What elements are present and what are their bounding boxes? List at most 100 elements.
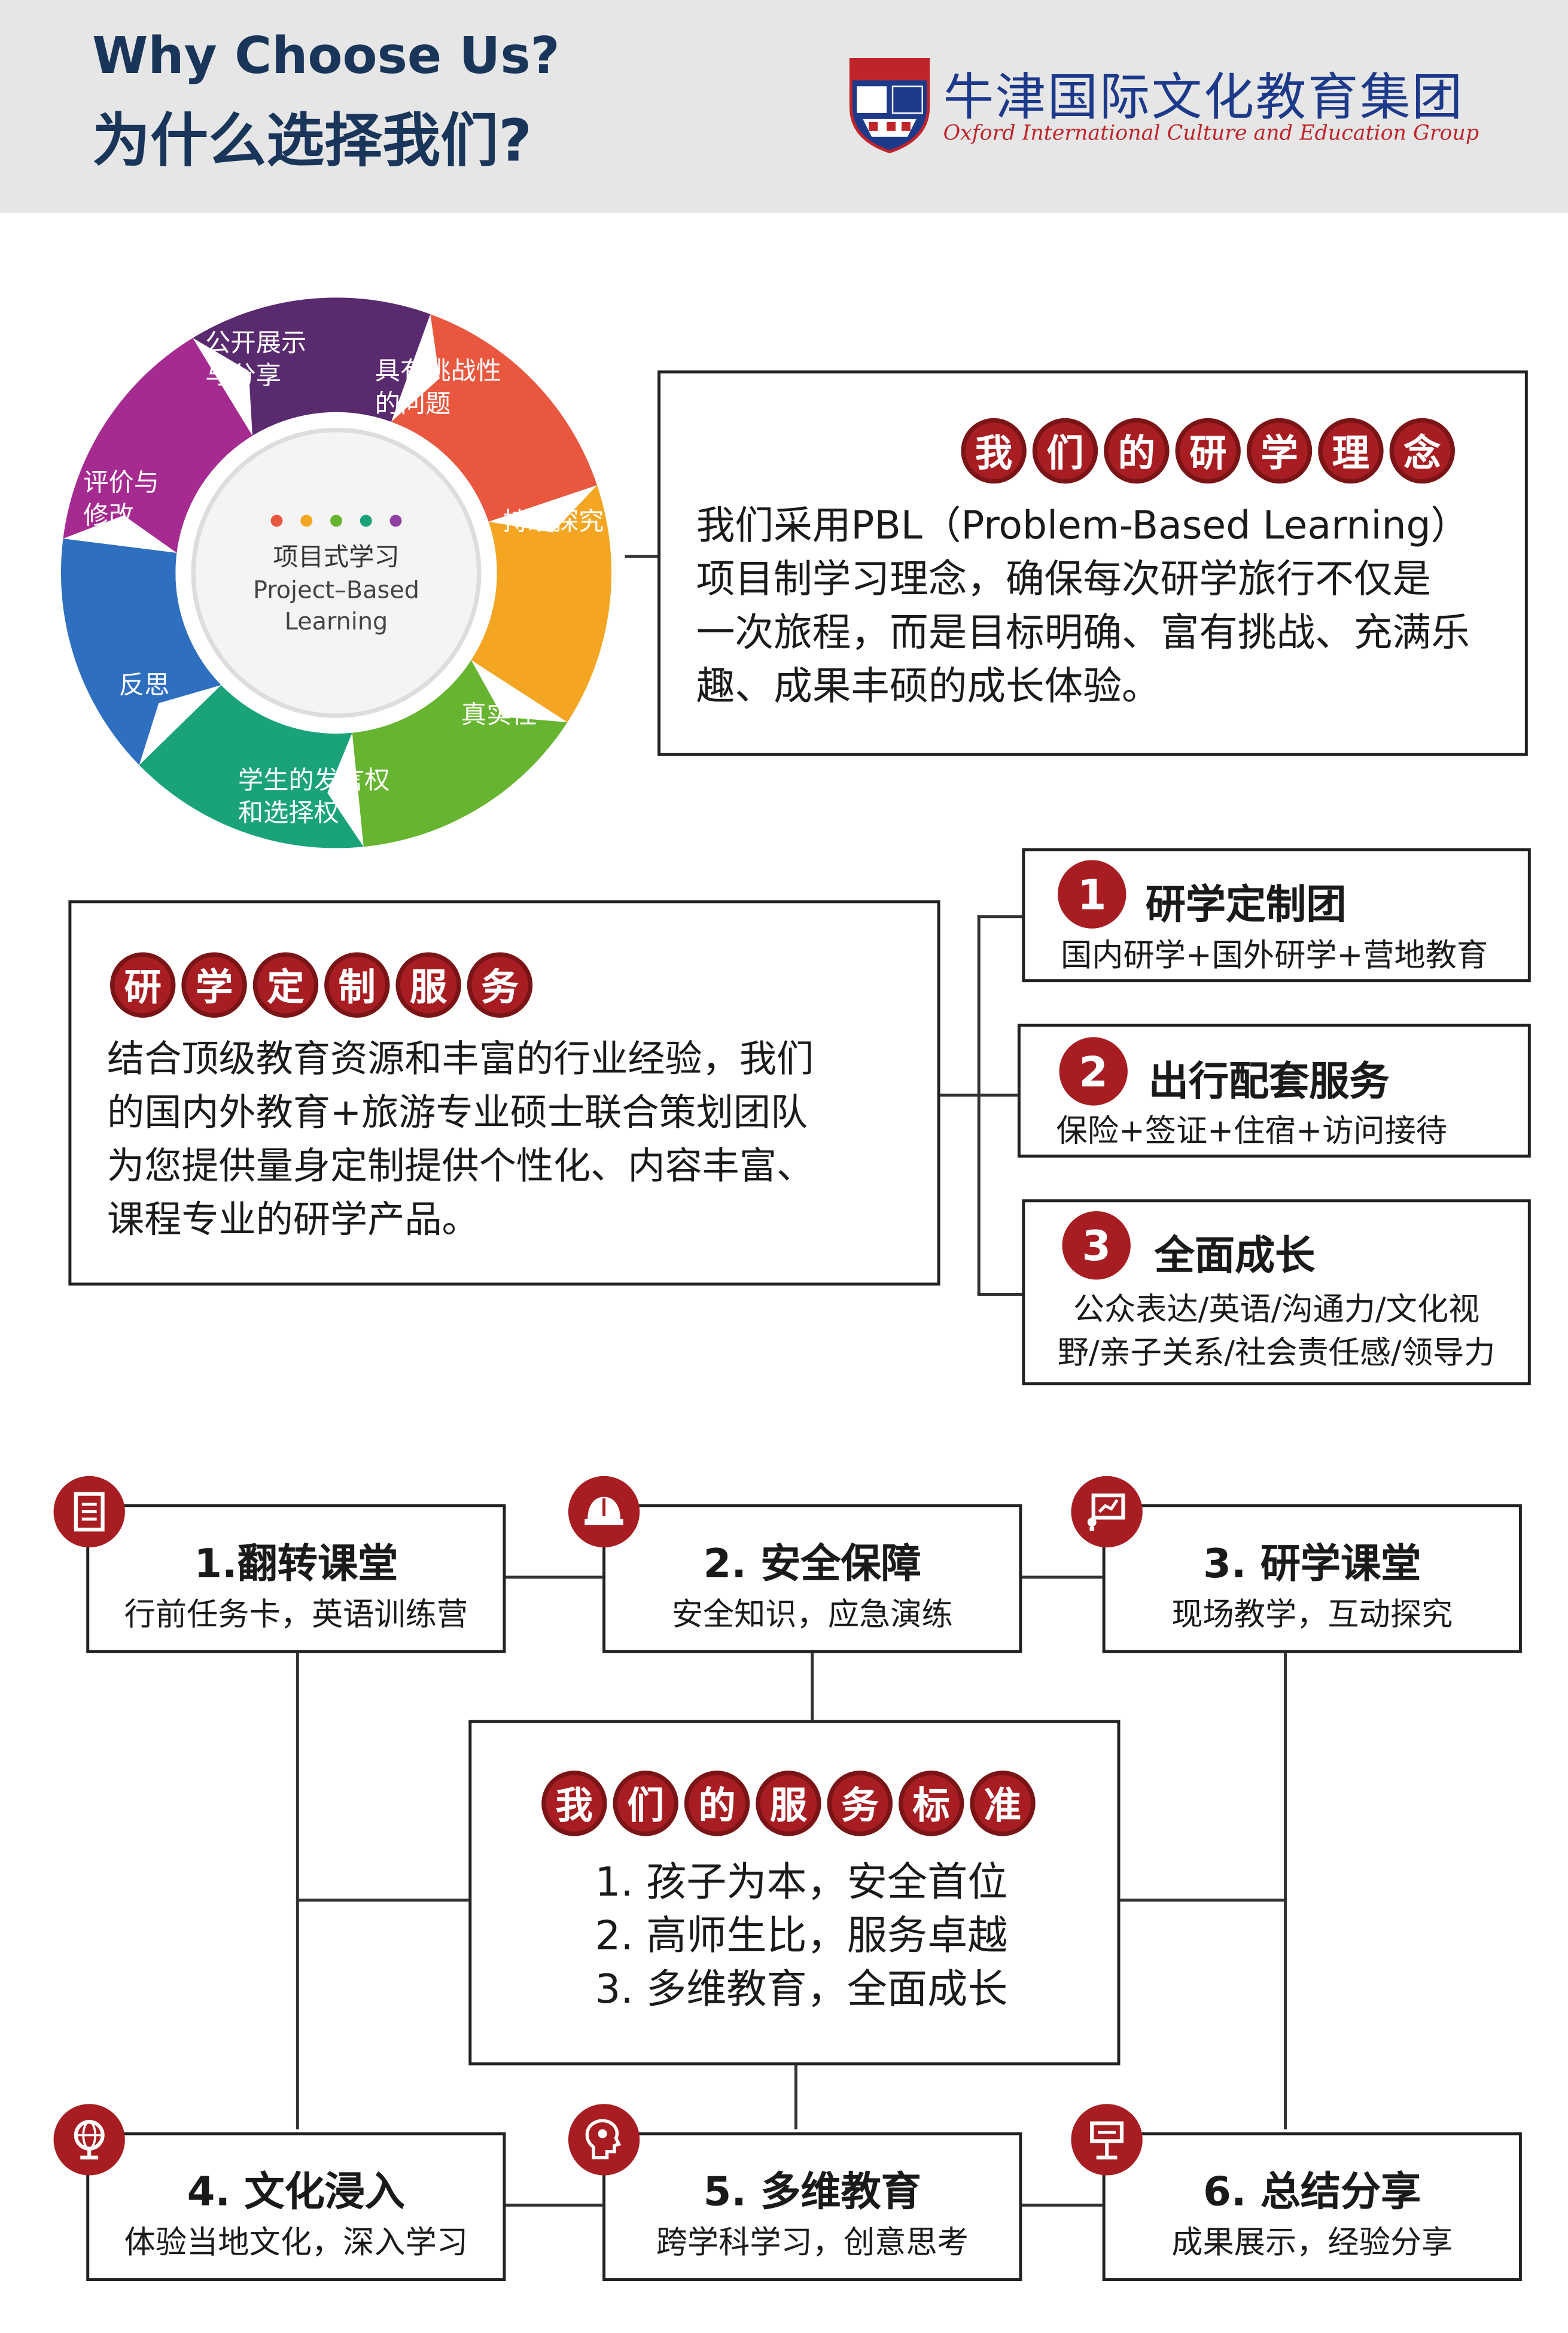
standard-card-title: 3. 研学课堂 (1203, 1541, 1421, 1588)
standard-card-desc: 安全知识，应急演练 (671, 1596, 953, 1632)
standard-card-title: 6. 总结分享 (1203, 2169, 1421, 2216)
standards-item: 2. 高师生比，服务卓越 (595, 1913, 1008, 1960)
standards-heading: 我们的服务标准 (541, 1771, 1036, 1836)
connector-line (794, 2065, 797, 2130)
standards-item: 1. 孩子为本，安全首位 (595, 1860, 1008, 1906)
custom-heading-char: 制 (324, 952, 390, 1018)
standards-heading-char: 服 (756, 1771, 821, 1836)
connector-line (977, 915, 981, 1295)
connector-line (977, 915, 1024, 918)
connector-line (1118, 1899, 1286, 1902)
service-item-title: 研学定制团 (1145, 882, 1347, 929)
philosophy-line: 项目制学习理念，确保每次研学旅行不仅是 (696, 558, 1432, 603)
standard-card-4: 4. 文化浸入体验当地文化，深入学习 (86, 2132, 506, 2282)
title-en: Why Choose Us? (92, 26, 560, 87)
wheel-segment (63, 337, 252, 553)
wheel-segment (352, 660, 568, 847)
shield-logo-icon (849, 57, 930, 154)
standard-card-title: 1.翻转课堂 (194, 1541, 398, 1588)
wheel-segment (193, 297, 431, 436)
connector-line (625, 555, 661, 558)
head-idea-icon (568, 2104, 640, 2176)
standard-card-desc: 行前任务卡，英语训练营 (124, 1596, 468, 1632)
standards-heading-char: 准 (970, 1771, 1036, 1836)
custom-line: 结合顶级教育资源和丰富的行业经验，我们 (107, 1037, 814, 1081)
standard-card-desc: 成果展示，经验分享 (1171, 2224, 1453, 2261)
wheel-segment-label: 公开展示 (205, 328, 306, 357)
wheel-segment-label: 真实性 (461, 700, 537, 729)
document-icon (53, 1476, 125, 1548)
custom-line: 为您提供量身定制提供个性化、内容丰富、 (107, 1144, 814, 1188)
custom-heading-char: 服 (395, 952, 461, 1018)
service-item-desc-line: 野/亲子关系/社会责任感/领导力 (1057, 1334, 1496, 1371)
philosophy-heading: 我们的研学理念 (961, 418, 1455, 484)
standard-card-title: 5. 多维教育 (703, 2169, 921, 2216)
wheel-dot (330, 515, 342, 527)
philosophy-line: 趣、成果丰硕的成长体验。 (696, 665, 1161, 710)
globe-icon (53, 2104, 125, 2176)
philosophy-heading-char: 念 (1389, 418, 1455, 484)
service-item-title: 全面成长 (1154, 1233, 1316, 1280)
wheel-center-cn: 项目式学习 (273, 542, 399, 571)
philosophy-heading-char: 我 (961, 418, 1027, 484)
standard-card-3: 3. 研学课堂现场教学，互动探究 (1102, 1504, 1522, 1653)
presentation-icon (1071, 1476, 1143, 1548)
wheel-segment-label: 学生的发言权 (238, 765, 390, 795)
philosophy-line: 一次旅程，而是目标明确、富有挑战、充满乐 (696, 612, 1470, 656)
custom-heading-char: 学 (181, 952, 247, 1018)
service-number-badge: 2 (1059, 1037, 1128, 1106)
standard-card-6: 6. 总结分享成果展示，经验分享 (1102, 2132, 1522, 2282)
wheel-dot (270, 515, 283, 527)
wheel-segment-label: 评价与 (83, 468, 159, 497)
wheel-dot (360, 515, 372, 527)
wheel-dot (300, 515, 313, 527)
wheel-segment-label: 修改 (83, 500, 134, 530)
philosophy-text: 我们采用PBL（Problem-Based Learning） 项目制学习理念，… (696, 500, 1470, 714)
service-number-badge: 3 (1062, 1211, 1131, 1280)
custom-service-text: 结合顶级教育资源和丰富的行业经验，我们 的国内外教育+旅游专业硕士联合策划团队 … (107, 1033, 814, 1247)
custom-heading-char: 研 (110, 952, 176, 1018)
philosophy-line: 我们采用PBL（Problem-Based Learning） (696, 504, 1470, 549)
standards-item: 3. 多维教育，全面成长 (595, 1967, 1008, 2013)
wheel-segment (139, 685, 364, 848)
service-item-desc: 保险+签证+住宿+访问接待 (1056, 1113, 1448, 1149)
service-item-title: 出行配套服务 (1148, 1059, 1390, 1106)
connector-line (811, 1653, 814, 1720)
custom-line: 课程专业的研学产品。 (107, 1197, 479, 1241)
wheel-segment-label: 与分享 (205, 361, 281, 390)
standards-heading-char: 标 (898, 1771, 964, 1836)
standard-card-desc: 现场教学，互动探究 (1171, 1596, 1453, 1632)
connector-line (977, 1093, 1024, 1097)
philosophy-heading-char: 理 (1318, 418, 1384, 484)
standard-card-1: 1.翻转课堂行前任务卡，英语训练营 (86, 1504, 506, 1653)
connector-line (506, 1575, 604, 1579)
custom-heading-char: 务 (467, 952, 533, 1018)
standards-heading-char: 务 (827, 1771, 893, 1836)
wheel-segment-label: 的问题 (375, 389, 451, 418)
header-bar (0, 0, 1568, 213)
wheel-center-en-1: Project–Based (253, 577, 419, 604)
connector-line (1284, 1653, 1287, 2130)
standard-card-desc: 体验当地文化，深入学习 (124, 2224, 468, 2261)
wheel-segment-label: 反思 (119, 670, 170, 699)
standards-list: 1. 孩子为本，安全首位 2. 高师生比，服务卓越 3. 多维教育，全面成长 (595, 1857, 1008, 2018)
connector-line (1022, 1575, 1104, 1579)
custom-service-heading: 研学定制服务 (110, 952, 533, 1018)
custom-line: 的国内外教育+旅游专业硕士联合策划团队 (107, 1090, 808, 1134)
philosophy-heading-char: 的 (1104, 418, 1170, 484)
wheel-segment-label: 具有挑战性 (375, 356, 501, 385)
title-cn: 为什么选择我们? (92, 108, 532, 176)
wheel-segment-label: 和选择权 (238, 798, 339, 828)
philosophy-heading-char: 学 (1246, 418, 1313, 484)
wheel-center-en-2: Learning (285, 608, 388, 635)
lectern-icon (1071, 2104, 1143, 2176)
helmet-icon (568, 1476, 640, 1548)
logo-text-cn: 牛津国际文化教育集团 (943, 68, 1464, 128)
standard-card-desc: 跨学科学习，创意思考 (656, 2224, 969, 2261)
service-item-desc: 国内研学+国外研学+营地教育 (1061, 937, 1488, 974)
wheel-segment-label: 持续探究 (503, 506, 604, 536)
connector-line (506, 2203, 604, 2207)
connector-line (296, 1653, 299, 2130)
connector-line (940, 1093, 979, 1097)
